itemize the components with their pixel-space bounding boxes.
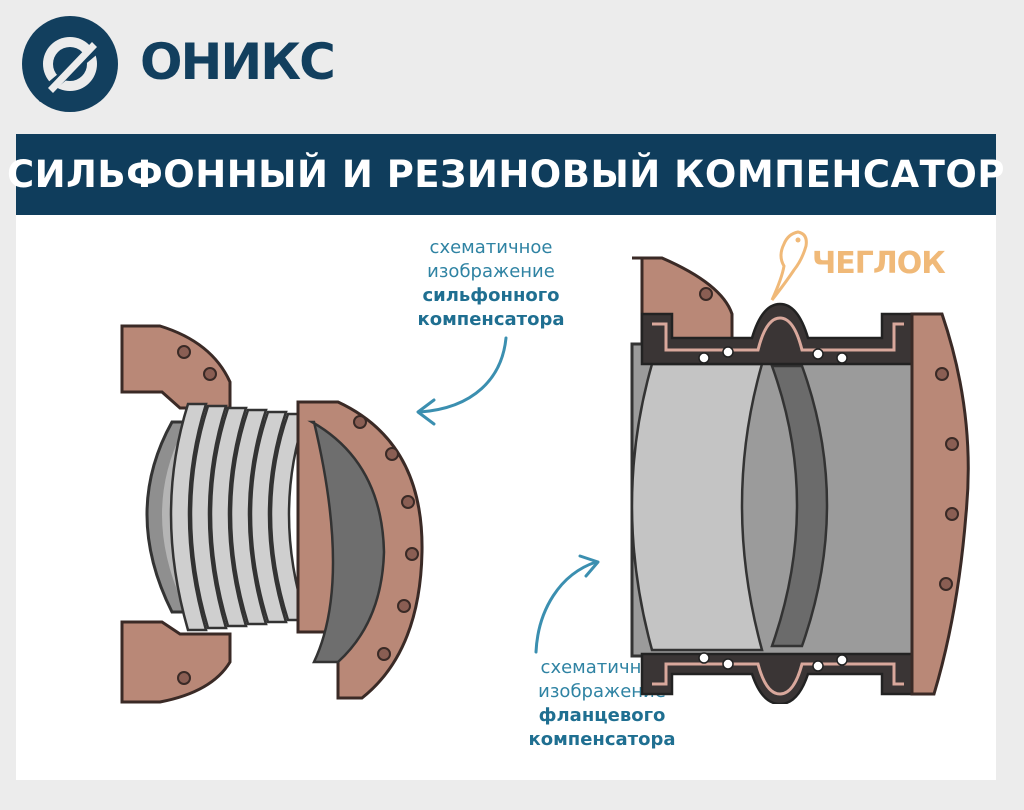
- caption-flange: схематичное изображение фланцевого компе…: [512, 656, 692, 752]
- onyx-logo-icon: [22, 16, 118, 112]
- caption-line: схематичное: [429, 237, 553, 258]
- falcon-icon: [770, 230, 808, 301]
- watermark: ЧЕГЛОК: [768, 226, 968, 316]
- caption-line-strong: компенсатора: [417, 309, 565, 330]
- caption-line-strong: фланцевого: [538, 705, 666, 726]
- caption-line-strong: сильфонного: [422, 285, 560, 306]
- caption-line-strong: компенсатора: [528, 729, 676, 750]
- brand-name: ОНИКС: [140, 33, 336, 91]
- content-card: СИЛЬФОННЫЙ И РЕЗИНОВЫЙ КОМПЕНСАТОР схема…: [7, 134, 1004, 780]
- caption-bellows: схематичное изображение сильфонного комп…: [396, 236, 586, 332]
- brand-logo: ОНИКС: [20, 14, 336, 114]
- caption-line: изображение: [538, 681, 666, 702]
- caption-line: изображение: [427, 261, 555, 282]
- page-title: СИЛЬФОННЫЙ И РЕЗИНОВЫЙ КОМПЕНСАТОР: [7, 153, 1005, 196]
- bellows-compensator-illustration: [120, 324, 424, 704]
- arrow-to-bellows: [416, 336, 508, 426]
- flange-compensator-illustration: [630, 256, 970, 704]
- watermark-text: ЧЕГЛОК: [812, 246, 946, 281]
- caption-line: схематичное: [540, 657, 664, 678]
- title-bar: СИЛЬФОННЫЙ И РЕЗИНОВЫЙ КОМПЕНСАТОР: [7, 134, 1004, 215]
- arrow-to-flange: [534, 554, 600, 654]
